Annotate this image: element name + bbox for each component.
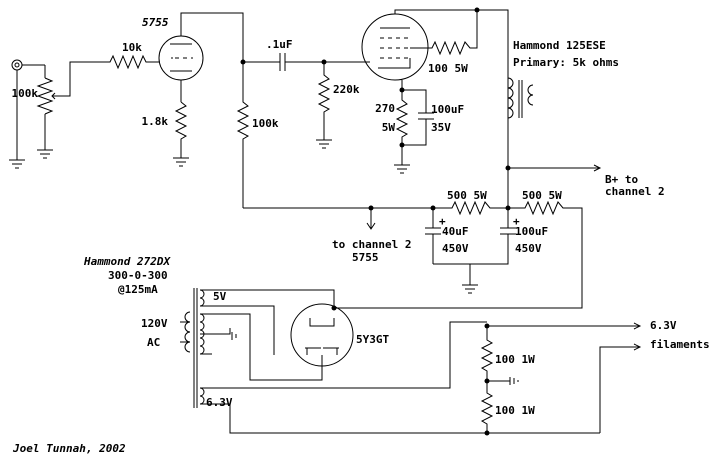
filament-label-1: 6.3V	[650, 319, 677, 332]
power-transformer	[180, 288, 600, 434]
rectifier-tube-label: 5Y3GT	[356, 333, 389, 346]
to-ch2-label-1: to channel 2	[332, 238, 411, 251]
bplus-label-1: B+ to	[605, 173, 638, 186]
output-transformer-name: Hammond 125ESE	[513, 39, 606, 52]
mains-label-2: AC	[147, 336, 160, 349]
power-tube	[324, 9, 509, 180]
bplus-label-2: channel 2	[605, 185, 665, 198]
volume-pot	[36, 61, 95, 159]
tap-5v-label: 5V	[213, 290, 227, 303]
filter-cap-2-value: 100uF	[515, 225, 548, 238]
input-resistor	[95, 54, 160, 70]
power-transformer-rating: 300-0-300	[108, 269, 168, 282]
preamp-tube-label: 5755	[142, 16, 169, 29]
preamp-tube	[158, 12, 244, 102]
screen-resistor	[428, 10, 478, 56]
cathode-resistor	[173, 101, 189, 167]
filter-resistor-2-label: 500 5W	[522, 189, 562, 202]
filter-cap-2-voltage: 450V	[515, 242, 542, 255]
volume-pot-label: 100k	[12, 87, 39, 100]
filter-ground	[462, 264, 478, 294]
filter-cap-1-voltage: 450V	[442, 242, 469, 255]
mains-label-1: 120V	[141, 317, 168, 330]
filter-resistor-1-label: 500 5W	[447, 189, 487, 202]
rectifier-tube	[290, 303, 354, 367]
bypass-capacitor	[402, 89, 434, 146]
power-transformer-current: @125mA	[118, 283, 158, 296]
bias-resistor-power: 5W	[382, 121, 396, 134]
tap-6v-label: 6.3V	[206, 396, 233, 409]
power-transformer-name: Hammond 272DX	[83, 255, 171, 268]
plate-load-resistor	[236, 62, 250, 208]
filament-ground	[487, 377, 519, 385]
credit-text: Joel Tunnah, 2002	[12, 442, 126, 455]
grid-resistor-label: 220k	[333, 83, 360, 96]
filter-capacitor-1: +	[425, 208, 446, 264]
input-jack	[11, 59, 46, 150]
cathode-ground	[394, 145, 410, 174]
to-ch2-label-2: 5755	[352, 251, 379, 264]
filament-resistor-2-label: 100 1W	[495, 404, 535, 417]
output-transformer-primary: Primary: 5k ohms	[513, 56, 619, 69]
plate-load-label: 100k	[252, 117, 279, 130]
input-ground-symbol	[9, 150, 25, 169]
screen-resistor-label: 100 5W	[428, 62, 468, 75]
filament-resistor-1-label: 100 1W	[495, 353, 535, 366]
output-transformer	[507, 77, 534, 119]
filter-cap-1-value: 40uF	[442, 225, 469, 238]
bias-resistor	[395, 90, 409, 145]
svg-text:+: +	[513, 215, 520, 228]
filament-label-2: filaments	[650, 338, 710, 351]
filter-resistor-1	[433, 200, 508, 216]
filament-resistor-2	[480, 381, 494, 433]
grid-resistor	[316, 62, 332, 149]
bypass-cap-voltage: 35V	[431, 121, 451, 134]
bias-resistor-value: 270	[375, 102, 395, 115]
coupling-cap-label: .1uF	[266, 38, 293, 51]
filament-resistor-1	[480, 326, 494, 381]
filter-capacitor-2: +	[433, 208, 520, 265]
input-resistor-label: 10k	[122, 41, 142, 54]
bypass-cap-value: 100uF	[431, 103, 464, 116]
svg-text:+: +	[439, 215, 446, 228]
filter-resistor-2	[334, 200, 583, 309]
coupling-capacitor	[243, 53, 324, 71]
cathode-resistor-label: 1.8k	[142, 115, 169, 128]
